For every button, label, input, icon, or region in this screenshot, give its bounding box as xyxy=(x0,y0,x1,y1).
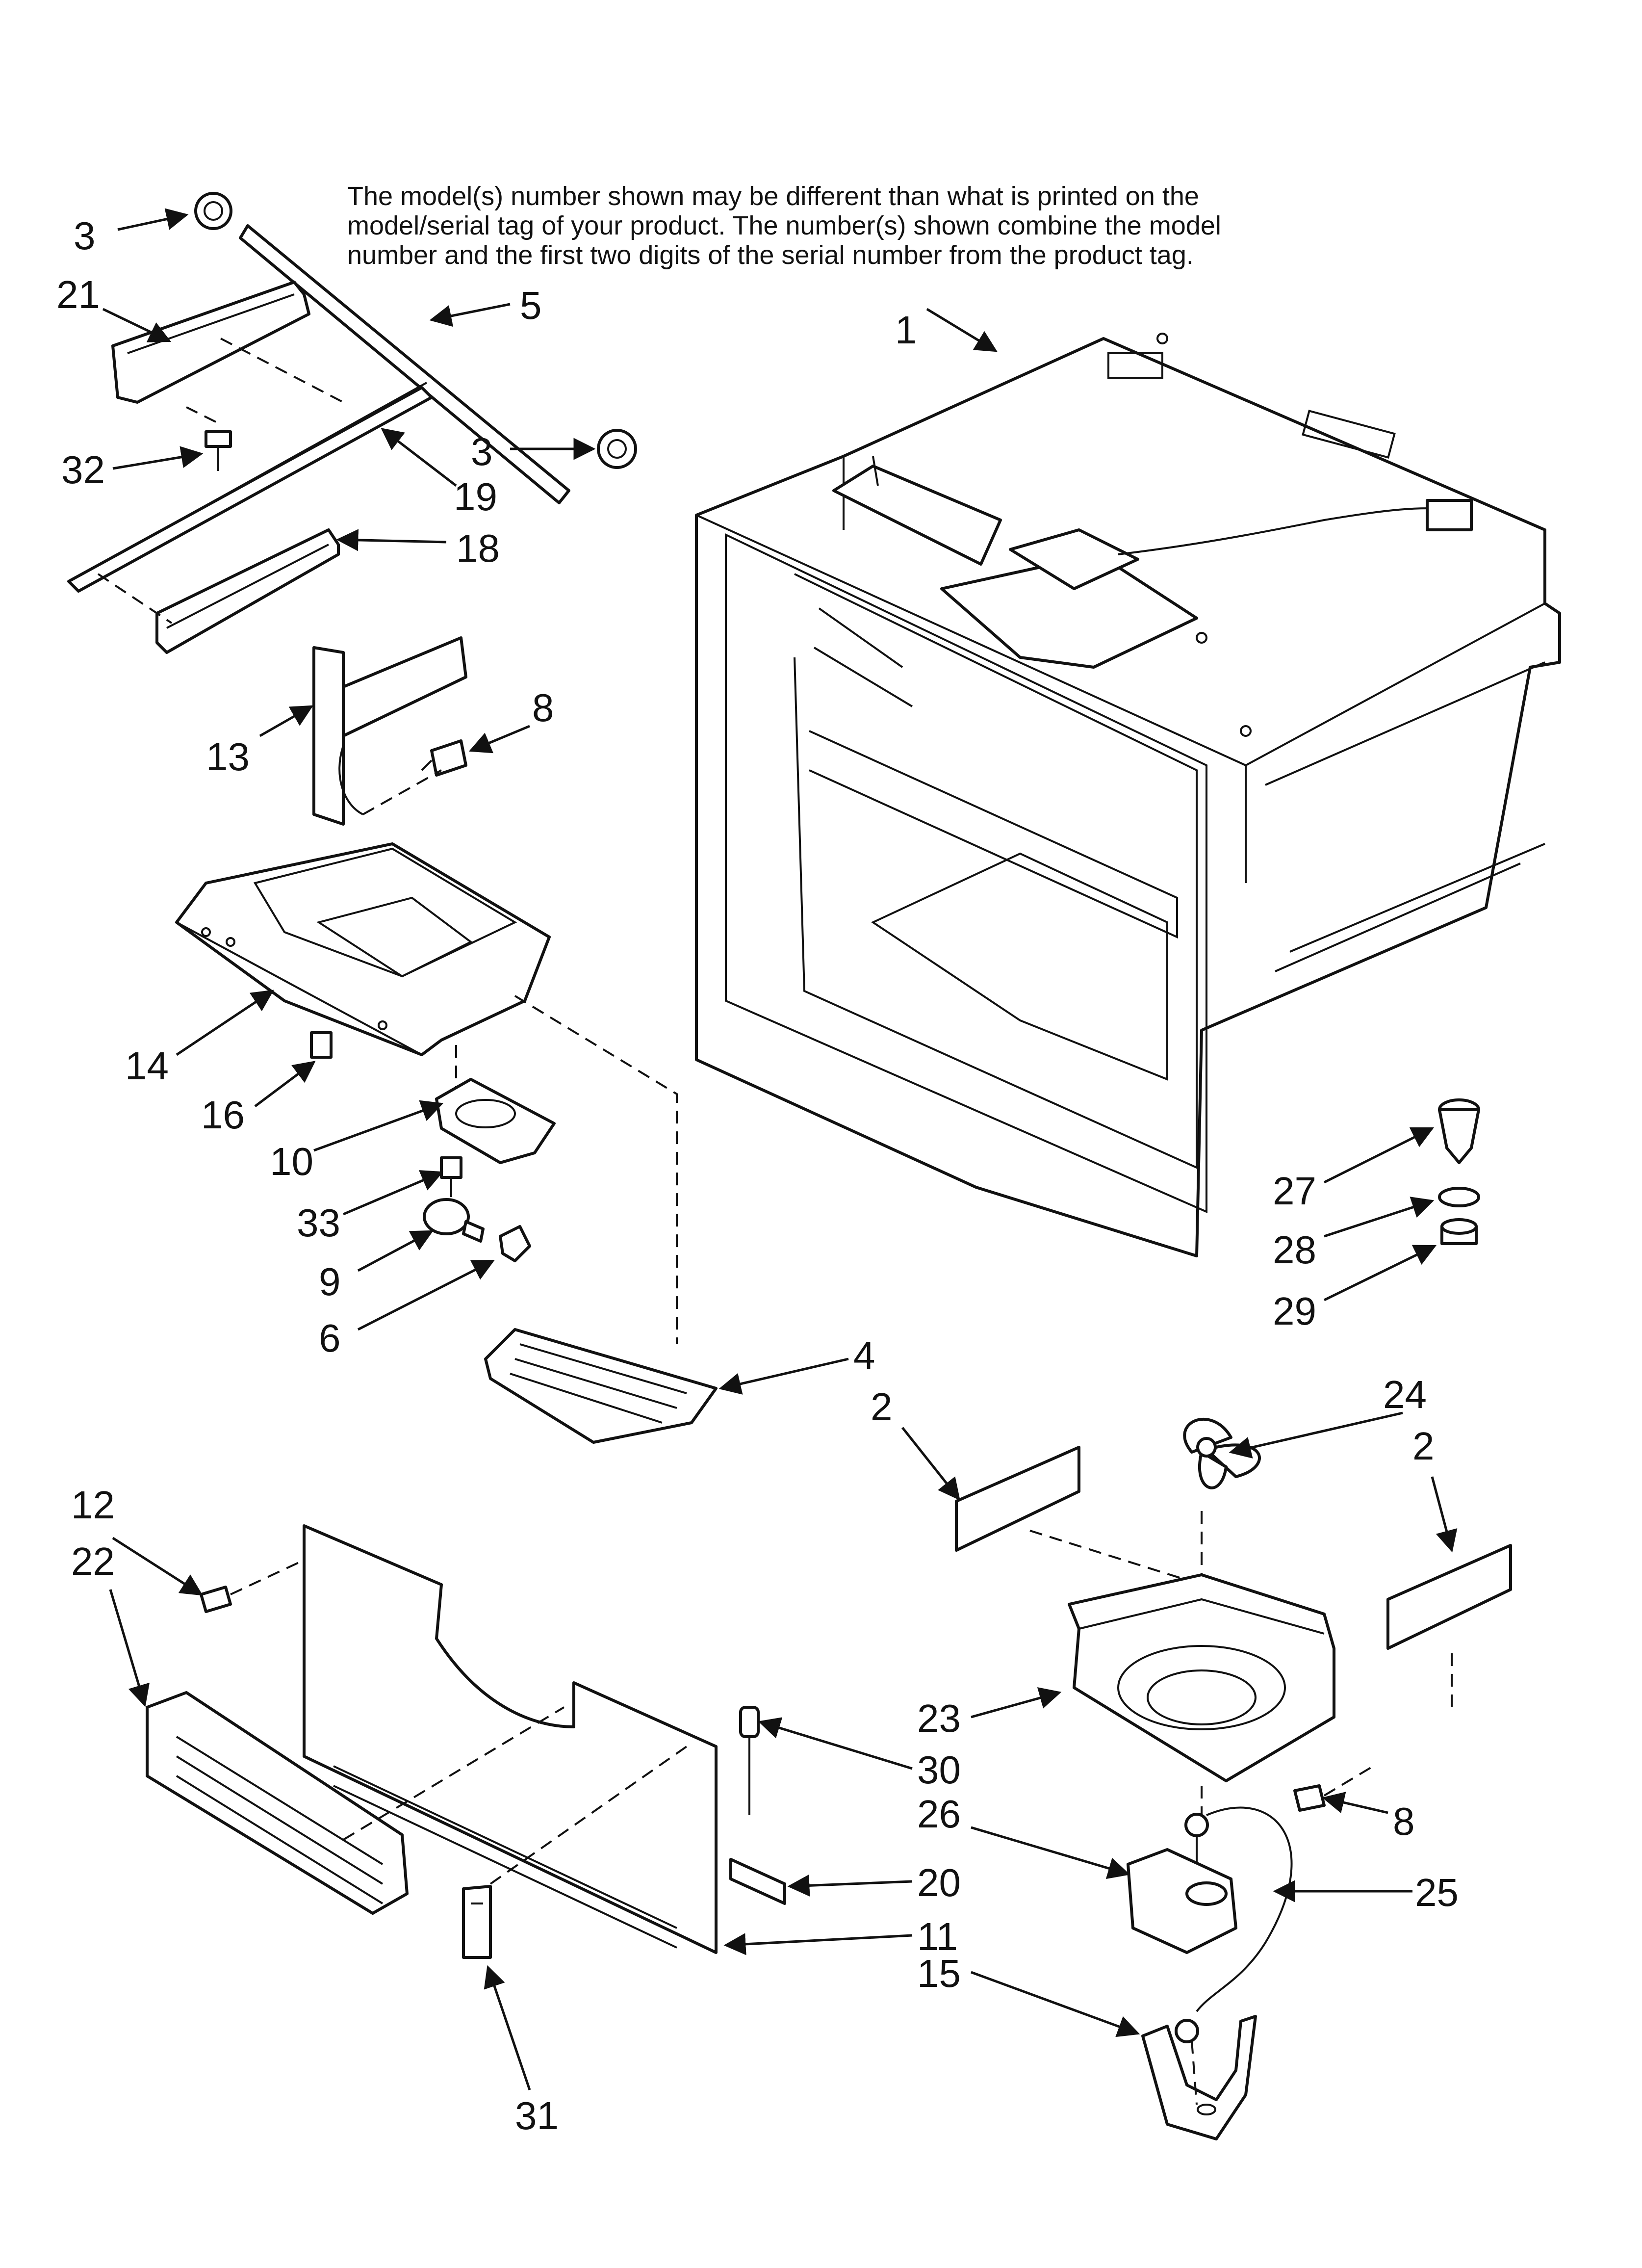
callout-5: 5 xyxy=(520,284,542,327)
callout-19: 19 xyxy=(454,475,497,519)
part-4-lamp-cover xyxy=(484,1328,718,1444)
callout-14: 14 xyxy=(125,1044,169,1088)
part-26-fan-motor xyxy=(1127,1813,1237,1954)
callout-3: 3 xyxy=(74,214,96,258)
part-13-bracket xyxy=(312,636,467,826)
callout-leaders xyxy=(102,208,1458,2090)
part-21-slide-bracket xyxy=(111,281,310,404)
assembly-line xyxy=(97,573,173,624)
assembly-line xyxy=(220,338,344,403)
callout-8: 8 xyxy=(1393,1799,1415,1843)
callout-24: 24 xyxy=(1383,1373,1427,1416)
note-line-2: model/serial tag of your product. The nu… xyxy=(347,211,1221,240)
part-3-gear-right xyxy=(597,429,637,469)
part-20-foam-strip xyxy=(729,1858,786,1905)
part-15-motor-bracket xyxy=(1141,2015,1257,2140)
callout-15: 15 xyxy=(917,1952,961,1995)
part-23-fan-shroud xyxy=(1068,1573,1335,1782)
part-33-screw xyxy=(440,1156,462,1197)
callout-12: 12 xyxy=(71,1483,115,1527)
callout-20: 20 xyxy=(917,1861,961,1904)
callout-13: 13 xyxy=(206,735,250,779)
part-31-clip xyxy=(462,1885,492,1959)
part-3-gear-top xyxy=(194,192,232,230)
callout-2: 2 xyxy=(871,1385,893,1429)
part-2-foam-right xyxy=(1386,1544,1512,1650)
part-18-slide-rail xyxy=(155,528,340,654)
callout-18: 18 xyxy=(456,526,500,570)
callout-27: 27 xyxy=(1273,1169,1316,1213)
assembly-line xyxy=(514,995,678,1344)
part-8-screw-upper xyxy=(421,739,467,777)
callout-23: 23 xyxy=(917,1696,961,1740)
part-10-lens xyxy=(435,1078,556,1164)
callout-1: 1 xyxy=(895,308,917,352)
callout-25: 25 xyxy=(1415,1871,1459,1914)
part-25-wire-harness xyxy=(1175,1806,1293,2043)
assembly-line xyxy=(230,1559,305,1595)
callout-16: 16 xyxy=(201,1093,245,1137)
part-30-thermistor xyxy=(739,1706,760,1815)
callout-labels: 3 5 21 3 32 19 18 1 13 8 14 16 10 33 9 6… xyxy=(56,214,1459,2138)
part-28-ring xyxy=(1438,1187,1480,1207)
callout-29: 29 xyxy=(1273,1289,1316,1333)
callout-33: 33 xyxy=(297,1201,340,1245)
part-8-screw-lower xyxy=(1293,1784,1326,1812)
part-12-screw xyxy=(200,1586,232,1613)
part-27-leveler xyxy=(1438,1098,1480,1164)
part-24-fan-blade xyxy=(1183,1418,1261,1489)
assembly-line xyxy=(1191,2040,1198,2105)
callout-21: 21 xyxy=(56,273,100,316)
callout-22: 22 xyxy=(71,1539,115,1583)
part-32-screw xyxy=(205,430,232,471)
part-6-socket xyxy=(499,1225,531,1262)
assembly-line xyxy=(186,406,216,423)
assembly-line xyxy=(362,769,442,815)
callout-2: 2 xyxy=(1412,1424,1435,1468)
callout-32: 32 xyxy=(61,448,105,492)
note-line-3: number and the first two digits of the s… xyxy=(347,240,1194,270)
callout-30: 30 xyxy=(917,1748,961,1792)
callout-11: 11 xyxy=(917,1915,958,1958)
callout-10: 10 xyxy=(270,1140,313,1183)
callout-26: 26 xyxy=(917,1792,961,1836)
callout-6: 6 xyxy=(319,1316,341,1360)
callout-31: 31 xyxy=(515,2094,559,2138)
callout-28: 28 xyxy=(1273,1228,1316,1272)
callout-8: 8 xyxy=(532,686,554,730)
assembly-line xyxy=(342,1706,565,1841)
part-14-light-housing xyxy=(175,842,551,1056)
part-2-foam-left xyxy=(955,1446,1080,1552)
assembly-line xyxy=(1029,1530,1202,1586)
part-16-clip xyxy=(310,1031,333,1059)
model-number-note: The model(s) number shown may be differe… xyxy=(347,182,1475,270)
callout-4: 4 xyxy=(853,1333,875,1377)
assembly-line xyxy=(1323,1765,1374,1797)
part-22-grille xyxy=(146,1691,409,1915)
part-19-slide-rail xyxy=(67,382,433,593)
callout-9: 9 xyxy=(319,1260,341,1303)
part-1-freezer-liner xyxy=(695,333,1561,1257)
part-9-bulb xyxy=(423,1198,485,1243)
part-29-foot xyxy=(1440,1218,1478,1245)
callout-3: 3 xyxy=(471,430,493,473)
note-line-1: The model(s) number shown may be differe… xyxy=(347,182,1199,211)
part-5-rod xyxy=(239,224,570,504)
